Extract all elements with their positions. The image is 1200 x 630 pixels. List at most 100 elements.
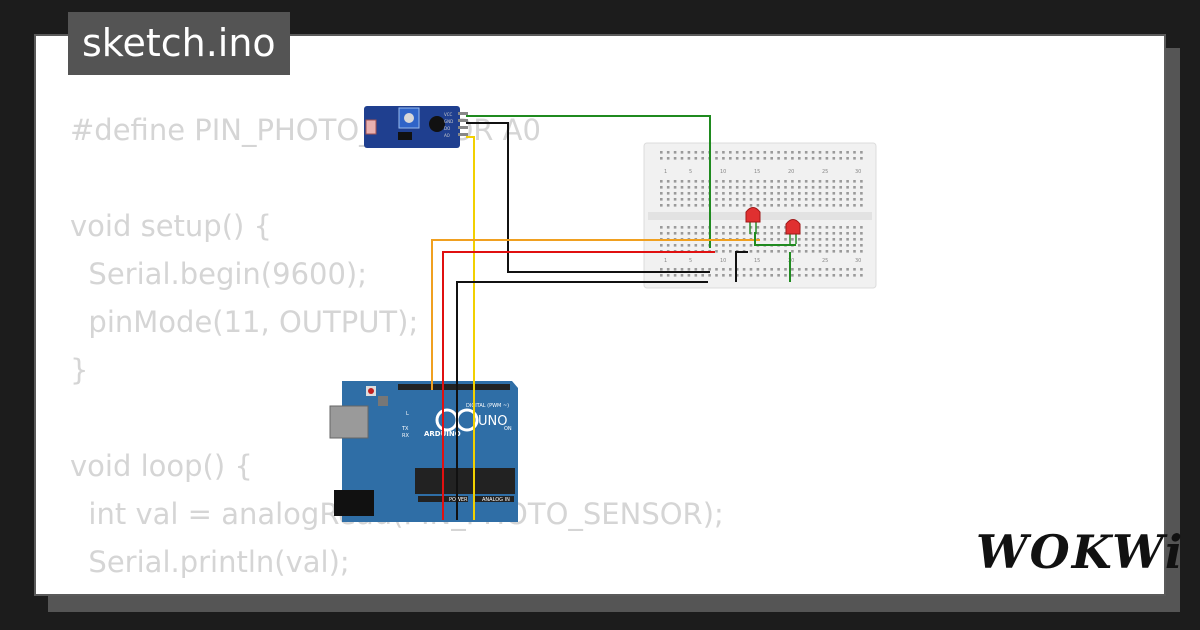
led-2[interactable] <box>785 219 801 245</box>
breadboard-hole <box>811 238 815 241</box>
breadboard-hole <box>708 268 711 271</box>
breadboard-hole <box>811 192 815 195</box>
breadboard-hole <box>804 151 808 154</box>
breadboard-hole <box>687 268 691 271</box>
breadboard-hole <box>846 157 849 160</box>
photoresistor-sensor-module[interactable]: VCC GND DO AO <box>364 106 468 148</box>
breadboard-hole <box>749 268 753 271</box>
file-tab[interactable]: sketch.ino <box>68 12 290 75</box>
breadboard-hole <box>825 232 829 235</box>
breadboard-hole <box>722 250 725 253</box>
breadboard-hole <box>791 151 794 154</box>
breadboard-hole <box>791 268 794 271</box>
breadboard-hole <box>811 157 815 160</box>
breadboard-hole <box>791 186 794 189</box>
breadboard-hole <box>729 186 732 189</box>
breadboard-hole <box>804 186 808 189</box>
breadboard-hole <box>715 157 718 160</box>
breadboard-hole <box>749 180 753 183</box>
breadboard-hole <box>673 274 677 277</box>
breadboard-hole <box>770 250 773 253</box>
breadboard-hole <box>860 192 863 195</box>
breadboard-hole <box>839 157 842 160</box>
led-1[interactable] <box>745 207 761 235</box>
breadboard-hole <box>804 250 808 253</box>
breadboard-number: 1 <box>664 169 667 175</box>
breadboard-hole <box>660 268 663 271</box>
breadboard-hole <box>853 238 856 241</box>
breadboard-hole <box>666 232 670 235</box>
wire-black[interactable] <box>466 122 710 273</box>
breadboard-hole <box>846 180 849 183</box>
breadboard-hole <box>818 250 822 253</box>
breadboard-hole <box>832 250 836 253</box>
breadboard-hole <box>798 250 801 253</box>
breadboard-hole <box>673 186 677 189</box>
breadboard-hole <box>763 180 767 183</box>
wire-yellow[interactable] <box>466 136 475 520</box>
wire-black[interactable] <box>735 251 748 282</box>
breadboard-hole <box>784 274 787 277</box>
breadboard-hole <box>756 192 760 195</box>
breadboard-hole <box>715 151 718 154</box>
arduino-uno-board[interactable]: UNO ARDUINO DIGITAL (PWM ~) POWER ANALOG… <box>329 381 518 522</box>
breadboard-hole <box>680 244 684 247</box>
on-label: ON <box>504 426 512 432</box>
wire-green[interactable] <box>466 115 711 248</box>
breadboard-hole <box>860 250 863 253</box>
breadboard-hole <box>756 268 760 271</box>
breadboard-hole <box>770 238 773 241</box>
breadboard-hole <box>784 198 787 201</box>
breadboard-hole <box>687 274 691 277</box>
analog-pins-label: ANALOG IN <box>482 497 510 503</box>
breadboard-hole <box>687 232 691 235</box>
breadboard-number: 5 <box>689 258 692 264</box>
breadboard-hole <box>673 268 677 271</box>
breadboard-hole <box>694 274 698 277</box>
wire-red[interactable] <box>442 251 715 520</box>
breadboard-number: 1 <box>664 258 667 264</box>
breadboard-number: 25 <box>822 169 828 175</box>
breadboard-hole <box>660 180 663 183</box>
breadboard-hole <box>804 204 808 207</box>
breadboard-hole <box>763 226 767 229</box>
breadboard-number: 30 <box>855 258 861 264</box>
breadboard-hole <box>825 268 829 271</box>
breadboard-hole <box>722 192 725 195</box>
breadboard-hole <box>798 244 801 247</box>
breadboard-hole <box>784 192 787 195</box>
breadboard-hole <box>825 250 829 253</box>
breadboard-hole <box>777 192 780 195</box>
breadboard-hole <box>666 244 670 247</box>
code-line: Serial.begin(9600); <box>70 257 368 291</box>
breadboard-hole <box>660 198 663 201</box>
wire-black[interactable] <box>456 281 708 520</box>
breadboard-hole <box>846 151 849 154</box>
breadboard-hole <box>853 157 856 160</box>
breadboard-hole <box>722 180 725 183</box>
breadboard-hole <box>832 268 836 271</box>
breadboard-hole <box>729 232 732 235</box>
breadboard-hole <box>825 192 829 195</box>
breadboard-hole <box>860 274 863 277</box>
wire-orange[interactable] <box>431 239 760 390</box>
wire-green[interactable] <box>754 232 796 246</box>
l-label: L <box>406 411 409 417</box>
breadboard-hole <box>811 250 815 253</box>
breadboard-hole <box>729 268 732 271</box>
breadboard-hole <box>860 180 863 183</box>
breadboard-hole <box>818 151 822 154</box>
breadboard-hole <box>666 192 670 195</box>
breadboard-hole <box>770 232 773 235</box>
breadboard-hole <box>860 186 863 189</box>
breadboard-hole <box>846 204 849 207</box>
breadboard-hole <box>770 204 773 207</box>
breadboard-hole <box>798 198 801 201</box>
breadboard-hole <box>811 244 815 247</box>
breadboard-hole <box>742 186 746 189</box>
breadboard-hole <box>777 250 780 253</box>
breadboard-hole <box>804 226 808 229</box>
breadboard-hole <box>729 250 732 253</box>
breadboard-hole <box>763 274 767 277</box>
breadboard-hole <box>832 198 836 201</box>
